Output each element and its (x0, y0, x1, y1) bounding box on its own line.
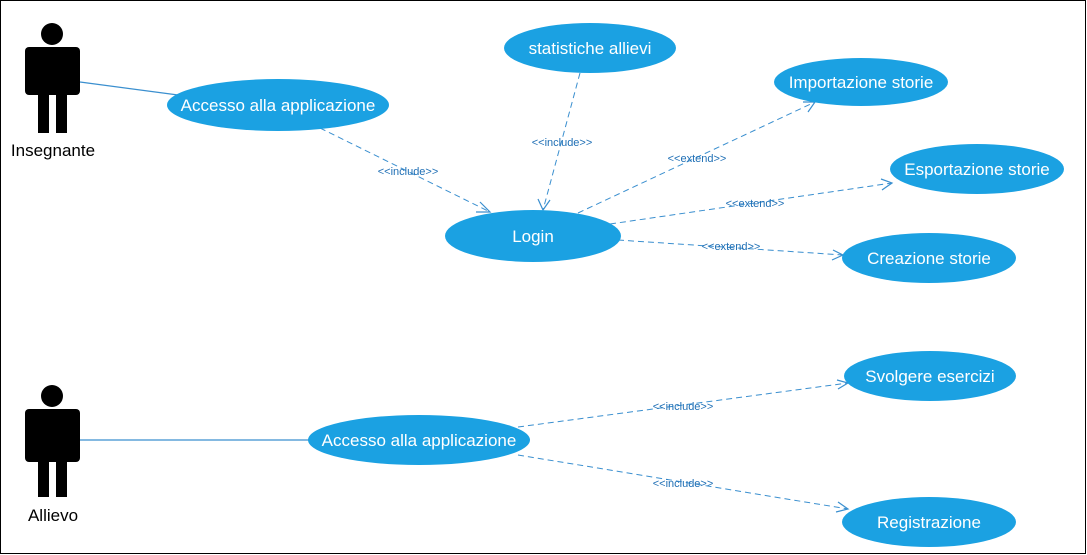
use-case-student-access-label: Accesso alla applicazione (322, 431, 517, 450)
include-student-register-arrowhead (835, 501, 850, 513)
actor-icon (25, 385, 80, 497)
use-case-exercises-label: Svolgere esercizi (865, 367, 994, 386)
include-stats-login-arrowhead (537, 198, 551, 212)
include-stats-login-line (542, 72, 581, 211)
use-case-login: Login (445, 210, 621, 262)
include-student-register-label: <<include>> (653, 478, 714, 490)
include-access-login-label: <<include>> (378, 166, 439, 178)
include-student-exercises-line (517, 382, 849, 428)
extend-login-create-label: <<extend>> (702, 241, 761, 253)
use-case-teacher-access: Accesso alla applicazione (167, 79, 389, 131)
use-case-export-label: Esportazione storie (904, 160, 1050, 179)
use-case-login-label: Login (512, 227, 554, 246)
use-case-teacher-access-label: Accesso alla applicazione (181, 96, 376, 115)
extend-login-export-line (609, 182, 893, 225)
include-student-register-line (517, 454, 849, 510)
use-case-register-label: Registrazione (877, 513, 981, 532)
use-case-import-label: Importazione storie (789, 73, 934, 92)
use-case-export: Esportazione storie (890, 144, 1064, 194)
use-case-register: Registrazione (842, 497, 1016, 547)
teacher-actor-label: Insegnante (11, 141, 95, 160)
include-access-login-line (319, 127, 491, 213)
include-access-login-arrowhead (476, 201, 492, 213)
extend-login-import-line (577, 101, 816, 214)
use-case-stats: statistiche allievi (504, 23, 676, 73)
use-case-create-label: Creazione storie (867, 249, 991, 268)
teacher-association-line (79, 81, 179, 96)
extend-login-import-label: <<extend>> (668, 153, 727, 165)
use-case-stats-label: statistiche allievi (529, 39, 652, 58)
relationship-lines (319, 72, 894, 513)
extend-login-export-arrowhead (880, 178, 894, 191)
student-actor: Allievo (25, 385, 80, 525)
actor-icon (25, 23, 80, 133)
include-student-exercises-label: <<include>> (653, 401, 714, 413)
use-case-create: Creazione storie (842, 233, 1016, 283)
include-stats-login-label: <<include>> (532, 137, 593, 149)
extend-login-create-line (617, 239, 844, 256)
teacher-actor: Insegnante (11, 23, 95, 160)
use-case-import: Importazione storie (774, 58, 948, 106)
use-case-exercises: Svolgere esercizi (844, 351, 1016, 401)
extend-login-export-label: <<extend>> (726, 198, 785, 210)
student-actor-label: Allievo (28, 506, 78, 525)
use-case-student-access: Accesso alla applicazione (308, 415, 530, 465)
